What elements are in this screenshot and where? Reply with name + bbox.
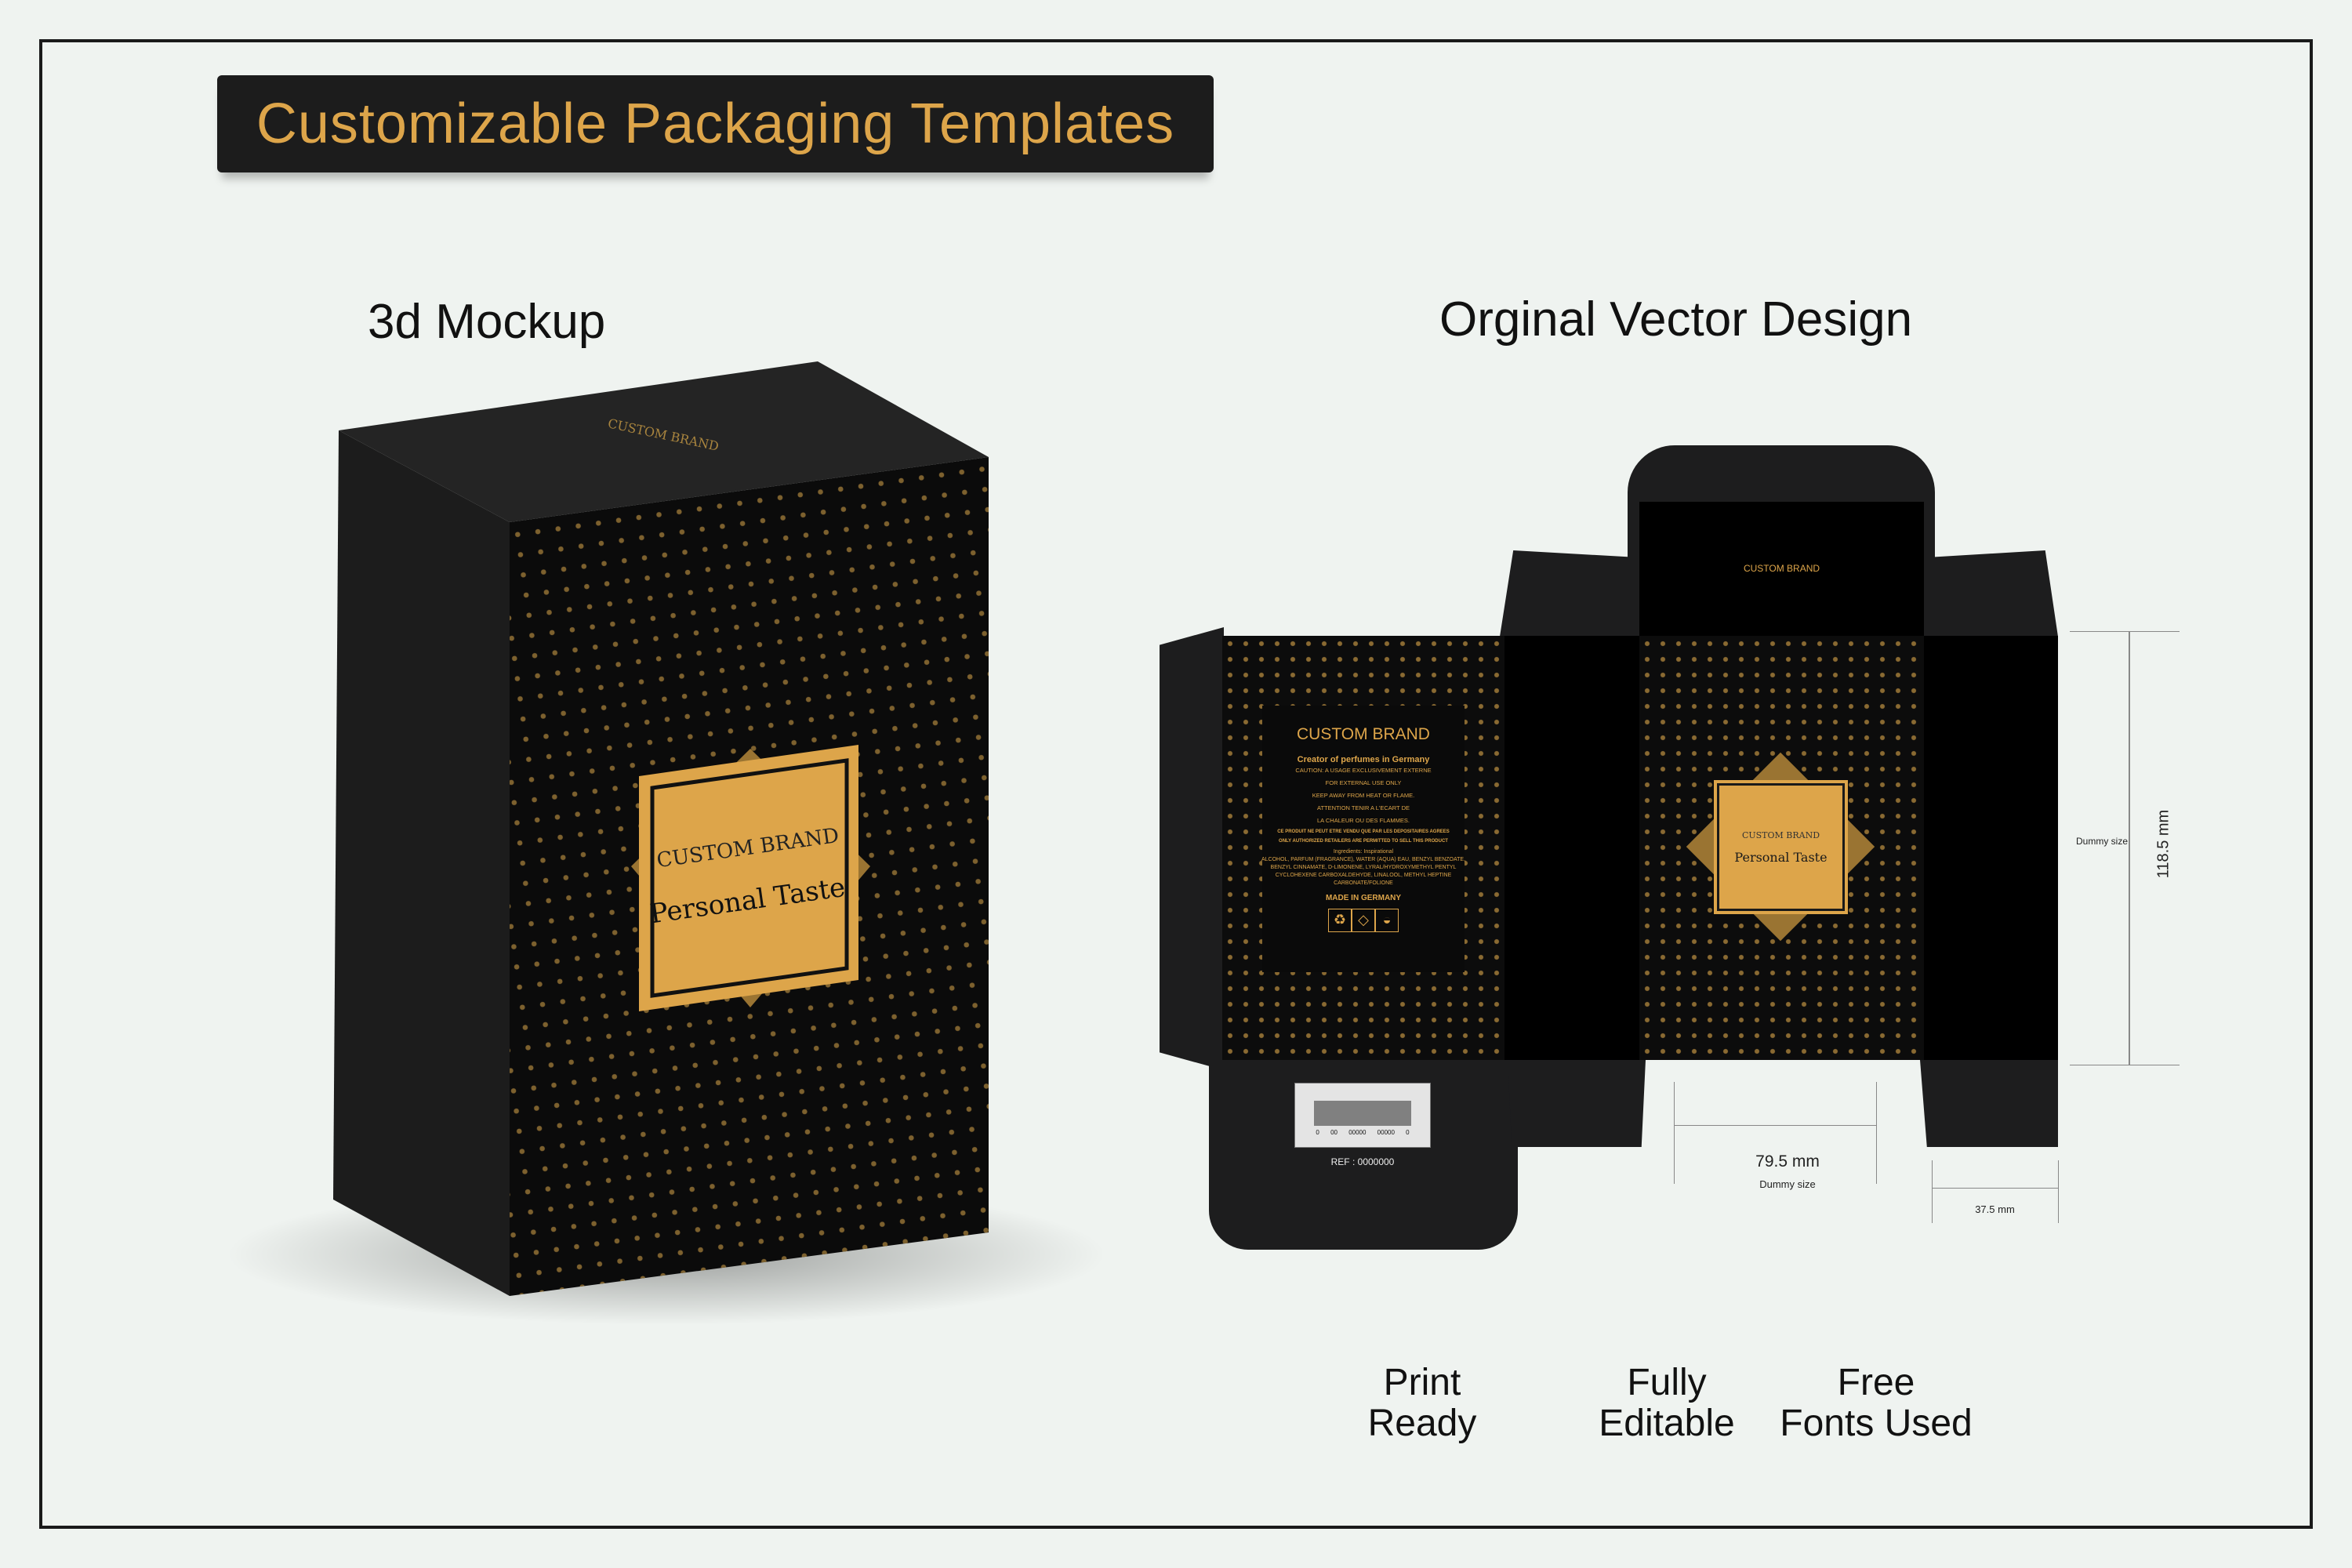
caution-line: ATTENTION TENIR A L'ECART DE [1317,804,1410,811]
bottom-dust-flap-right [1920,1060,2058,1147]
period-after-opening-icon: ◒ [1375,909,1399,932]
vector-heading: Orginal Vector Design [1439,292,1913,347]
side-panel-right [1924,636,2058,1060]
mockup-heading: 3d Mockup [368,295,606,349]
caution-line: CAUTION: A USAGE EXCLUSIVEMENT EXTERNE [1295,767,1432,774]
barcode-numbers: 0 00 00000 00000 0 [1316,1129,1410,1136]
dust-flap-right [1930,550,2058,637]
front-label-name: Personal Taste [1734,849,1828,865]
back-brand: CUSTOM BRAND [1297,725,1430,743]
height-note: Dummy size [2076,836,2129,847]
back-label-text: CUSTOM BRAND Creator of perfumes in Germ… [1238,725,1489,932]
ingredients-list: ALCOHOL, PARFUM (FRAGRANCE), WATER (AQUA… [1261,857,1466,886]
ref-number: REF : 0000000 [1330,1156,1395,1167]
recycle-icon: ♻ [1328,909,1352,932]
ingredients-title: Ingredients: Inspirational [1333,849,1394,855]
legal-line: ONLY AUTHORIZED RETAILERS ARE PERMITTED … [1279,839,1448,844]
glue-flap [1160,627,1224,1070]
box-top-face [339,361,989,522]
box-left-face [333,430,510,1296]
tuck-brand: CUSTOM BRAND [1743,563,1820,574]
height-dimension: 118.5 mm [2154,809,2172,879]
depth-dimension: 37.5 mm [1975,1203,2015,1215]
frame-border [39,39,2313,1529]
page-title: Customizable Packaging Templates [256,93,1175,155]
title-banner: Customizable Packaging Templates [217,75,1214,172]
flammable-icon: ◇ [1352,909,1375,932]
width-dimension: 79.5 mm [1755,1152,1820,1171]
caution-line: LA CHALEUR OU DES FLAMMES. [1317,817,1410,824]
caution-line: FOR EXTERNAL USE ONLY [1325,779,1402,786]
legal-line: CE PRODUIT NE PEUT ETRE VENDU QUE PAR LE… [1277,829,1450,834]
front-label-brand: CUSTOM BRAND [1741,829,1820,840]
box-label [639,745,858,1011]
back-tagline: Creator of perfumes in Germany [1297,755,1430,764]
barcode: 0 00 00000 00000 0 [1294,1083,1431,1148]
dust-flap-left [1500,550,1635,637]
front-label: CUSTOM BRAND Personal Taste [1714,780,1848,914]
origin-text: MADE IN GERMANY [1325,894,1402,902]
width-note: Dummy size [1759,1178,1816,1190]
caution-line: KEEP AWAY FROM HEAT OR FLAME. [1312,792,1415,799]
side-panel-left [1504,636,1639,1060]
bottom-dust-flap-left [1508,1060,1646,1147]
